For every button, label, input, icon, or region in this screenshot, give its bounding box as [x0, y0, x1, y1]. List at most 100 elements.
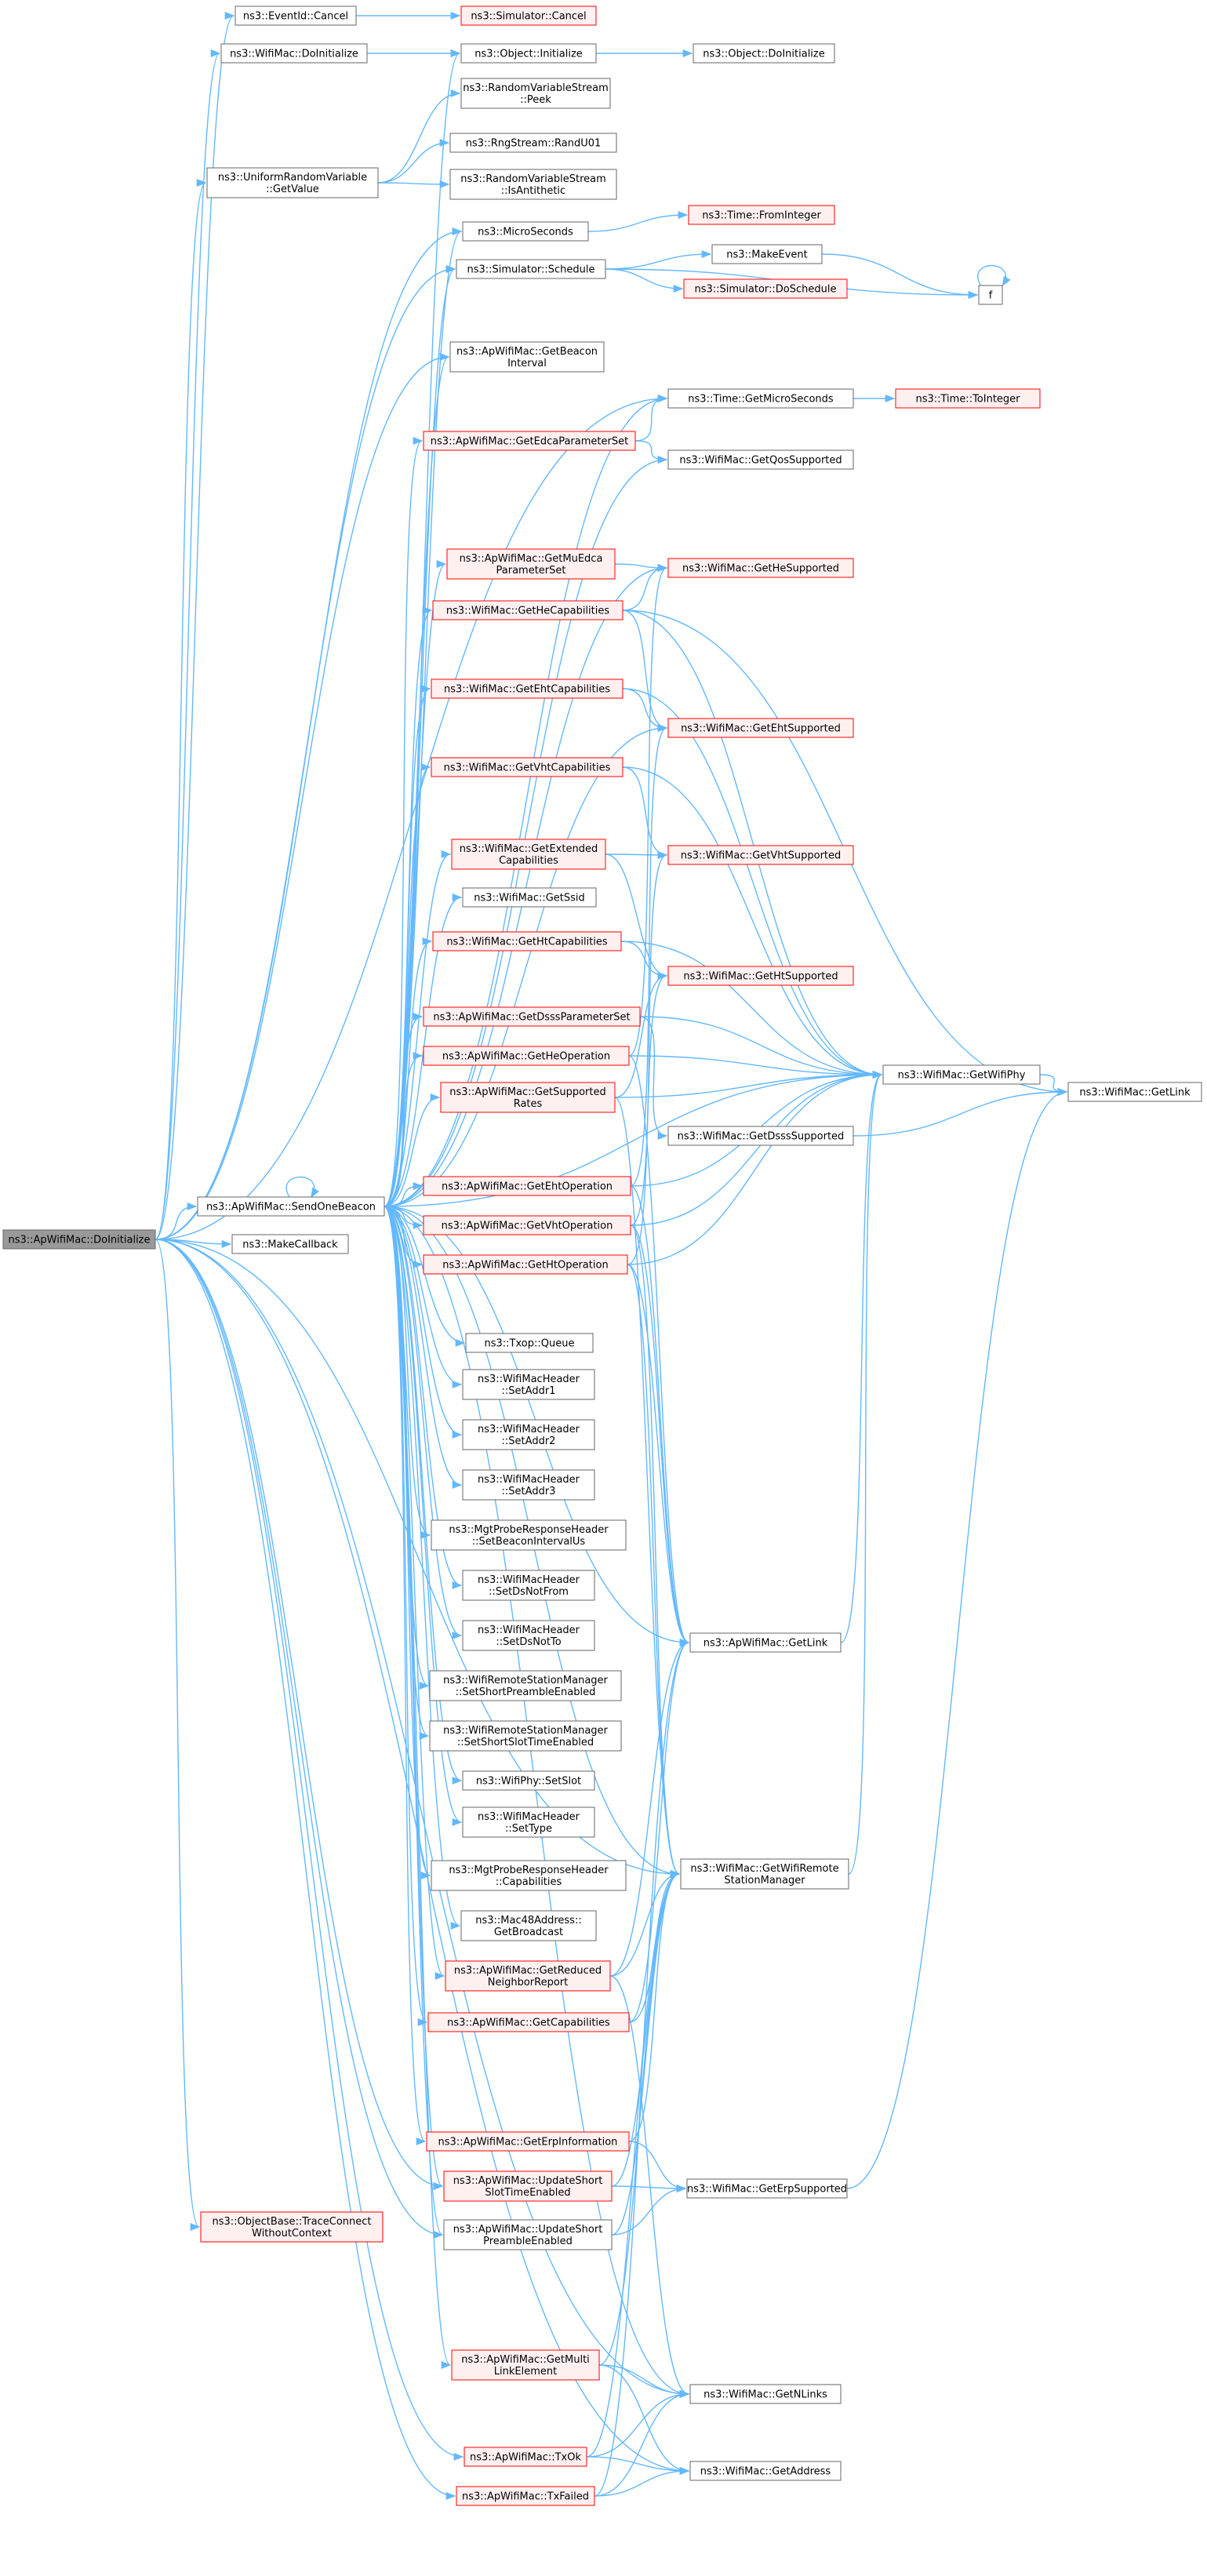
node-obj-doinit[interactable]: ns3::Object::DoInitialize: [693, 43, 835, 64]
edge-sendonebeacon-to-getsuprates: [384, 1093, 441, 1207]
node-box: [451, 2349, 600, 2381]
node-updshortpreamble[interactable]: ns3::ApWifiMac::UpdateShortPreambleEnabl…: [443, 2219, 613, 2250]
node-box: [427, 2012, 630, 2032]
node-label: WithoutContext: [252, 2228, 332, 2239]
node-eventid-cancel[interactable]: ns3::EventId::Cancel: [234, 5, 357, 26]
node-setshortslot[interactable]: ns3::WifiRemoteStationManager::SetShortS…: [429, 1720, 622, 1752]
node-getssid[interactable]: ns3::WifiMac::GetSsid: [462, 887, 597, 908]
node-getlink-wm[interactable]: ns3::WifiMac::GetLink: [1067, 1082, 1202, 1102]
node-label: ns3::ApWifiMac::GetEhtOperation: [442, 1181, 613, 1193]
node-makeevent[interactable]: ns3::MakeEvent: [711, 244, 823, 264]
node-setbeaconint[interactable]: ns3::MgtProbeResponseHeader::SetBeaconIn…: [431, 1519, 627, 1551]
node-setaddr3[interactable]: ns3::WifiMacHeader::SetAddr3: [462, 1469, 595, 1501]
node-setaddr1[interactable]: ns3::WifiMacHeader::SetAddr1: [462, 1369, 595, 1400]
node-txok[interactable]: ns3::ApWifiMac::TxOk: [464, 2447, 587, 2467]
node-time-getmicroseconds[interactable]: ns3::Time::GetMicroSeconds: [667, 388, 854, 409]
edge-sendonebeacon-to-gethtcap: [384, 937, 433, 1207]
node-label: ::SetShortPreambleEnabled: [456, 1686, 596, 1698]
node-time-tointeger[interactable]: ns3::Time::ToInteger: [895, 388, 1041, 409]
node-getwifirsm[interactable]: ns3::WifiMac::GetWifiRemoteStationManage…: [680, 1858, 849, 1890]
node-gethtsupported[interactable]: ns3::WifiMac::GetHtSupported: [667, 966, 854, 986]
node-phy-setslot[interactable]: ns3::WifiPhy::SetSlot: [462, 1770, 595, 1791]
edge-getsuprates-to-gethtsupported: [614, 972, 668, 1098]
node-geterpsupported[interactable]: ns3::WifiMac::GetErpSupported: [686, 2178, 848, 2199]
node-getvhtop[interactable]: ns3::ApWifiMac::GetVhtOperation: [423, 1215, 631, 1235]
edge-getdssssupported-to-getlink_wm: [853, 1087, 1068, 1137]
node-getaddress[interactable]: ns3::WifiMac::GetAddress: [689, 2461, 842, 2481]
node-getwifiphy[interactable]: ns3::WifiMac::GetWifiPhy: [882, 1064, 1041, 1085]
node-txfailed[interactable]: ns3::ApWifiMac::TxFailed: [456, 2486, 595, 2506]
node-label: ns3::MgtProbeResponseHeader: [449, 1524, 609, 1536]
node-getcapabilities[interactable]: ns3::ApWifiMac::GetCapabilities: [427, 2012, 630, 2032]
node-label: ns3::Mac48Address::: [475, 1915, 581, 1927]
node-label: ::Capabilities: [496, 1876, 562, 1888]
node-sim-doschedule[interactable]: ns3::Simulator::DoSchedule: [683, 278, 848, 299]
node-setshortpreamble[interactable]: ns3::WifiRemoteStationManager::SetShortP…: [429, 1670, 622, 1701]
node-getdsss[interactable]: ns3::ApWifiMac::GetDsssParameterSet: [423, 1006, 641, 1027]
edge-sendonebeacon-to-setdsnotto: [384, 1206, 463, 1639]
node-label: ns3::WifiMacHeader: [478, 1625, 580, 1636]
node-label: ns3::ApWifiMac::GetReduced: [454, 1965, 602, 1977]
node-getvhtcap[interactable]: ns3::WifiMac::GetVhtCapabilities: [431, 757, 623, 777]
node-obj-initialize[interactable]: ns3::Object::Initialize: [460, 43, 597, 64]
node-rvs-peek[interactable]: ns3::RandomVariableStream::Peek: [460, 78, 611, 109]
node-root[interactable]: ns3::ApWifiMac::DoInitialize: [2, 1229, 156, 1250]
node-getheop[interactable]: ns3::ApWifiMac::GetHeOperation: [423, 1046, 630, 1066]
node-mgt-cap[interactable]: ns3::MgtProbeResponseHeader::Capabilitie…: [431, 1860, 627, 1891]
edge-urv_getvalue-to-rvs_isanti: [377, 180, 450, 189]
node-rvs-isanti[interactable]: ns3::RandomVariableStream::IsAntithetic: [449, 169, 617, 200]
node-sendonebeacon[interactable]: ns3::ApWifiMac::SendOneBeacon: [197, 1196, 385, 1217]
node-getehtcap[interactable]: ns3::WifiMac::GetEhtCapabilities: [431, 679, 623, 699]
node-label: LinkElement: [494, 2366, 557, 2378]
node-gethtop[interactable]: ns3::ApWifiMac::GetHtOperation: [423, 1254, 628, 1275]
node-getdssssupported[interactable]: ns3::WifiMac::GetDsssSupported: [667, 1126, 854, 1146]
node-box: [667, 388, 854, 409]
node-getehtsupported[interactable]: ns3::WifiMac::GetEhtSupported: [667, 718, 854, 738]
node-label: ns3::EventId::Cancel: [243, 11, 348, 23]
node-getbroadcast[interactable]: ns3::Mac48Address::GetBroadcast: [460, 1910, 597, 1941]
edge-f-to-f: [977, 264, 1011, 287]
node-time-frominteger[interactable]: ns3::Time::FromInteger: [688, 205, 835, 225]
edge-microseconds-to-time_frominteger: [587, 210, 689, 232]
node-box: [445, 1960, 611, 1992]
node-microseconds[interactable]: ns3::MicroSeconds: [462, 221, 589, 242]
node-sim-cancel[interactable]: ns3::Simulator::Cancel: [460, 5, 597, 26]
node-makecallback[interactable]: ns3::MakeCallback: [231, 1234, 349, 1254]
edge-sendonebeacon-to-sendonebeacon: [285, 1176, 319, 1199]
node-updshortslot[interactable]: ns3::ApWifiMac::UpdateShortSlotTimeEnabl…: [443, 2170, 613, 2202]
node-wifimac-doinit[interactable]: ns3::WifiMac::DoInitialize: [220, 43, 368, 64]
node-traceconnect[interactable]: ns3::ObjectBase::TraceConnectWithoutCont…: [200, 2211, 384, 2243]
node-getlink-ap[interactable]: ns3::ApWifiMac::GetLink: [689, 1632, 842, 1653]
node-txop-queue[interactable]: ns3::Txop::Queue: [465, 1333, 594, 1353]
node-getehtop[interactable]: ns3::ApWifiMac::GetEhtOperation: [423, 1176, 631, 1196]
node-box: [462, 1369, 595, 1400]
node-gethesupported[interactable]: ns3::WifiMac::GetHeSupported: [667, 558, 854, 578]
node-label: ns3::WifiMac::GetEhtCapabilities: [444, 684, 610, 696]
node-urv-getvalue[interactable]: ns3::UniformRandomVariable::GetValue: [206, 167, 379, 198]
node-gethecap[interactable]: ns3::WifiMac::GetHeCapabilities: [432, 600, 623, 620]
node-f[interactable]: f: [978, 285, 1003, 305]
node-geterpinfo[interactable]: ns3::ApWifiMac::GetErpInformation: [426, 2131, 630, 2152]
node-box: [449, 169, 617, 200]
node-gethtcap[interactable]: ns3::WifiMac::GetHtCapabilities: [432, 931, 622, 951]
node-getedca[interactable]: ns3::ApWifiMac::GetEdcaParameterSet: [423, 431, 636, 451]
node-getnlinks[interactable]: ns3::WifiMac::GetNLinks: [689, 2384, 842, 2404]
node-getqossupported[interactable]: ns3::WifiMac::GetQosSupported: [667, 449, 854, 470]
node-label: ns3::MakeEvent: [726, 249, 808, 261]
node-setaddr2[interactable]: ns3::WifiMacHeader::SetAddr2: [462, 1419, 595, 1450]
node-setdsnotfrom[interactable]: ns3::WifiMacHeader::SetDsNotFrom: [462, 1570, 595, 1601]
node-sim-schedule[interactable]: ns3::Simulator::Schedule: [456, 259, 606, 279]
node-box: [667, 845, 854, 865]
node-rng-randu01[interactable]: ns3::RngStream::RandU01: [449, 133, 617, 153]
node-getvhtsupported[interactable]: ns3::WifiMac::GetVhtSupported: [667, 845, 854, 865]
node-settype[interactable]: ns3::WifiMacHeader::SetType: [462, 1806, 595, 1838]
edge-root-to-sendonebeacon: [155, 1202, 198, 1240]
node-setdsnotto[interactable]: ns3::WifiMacHeader::SetDsNotTo: [462, 1620, 595, 1651]
edge-gethtop-to-getwifiphy: [627, 1070, 883, 1265]
